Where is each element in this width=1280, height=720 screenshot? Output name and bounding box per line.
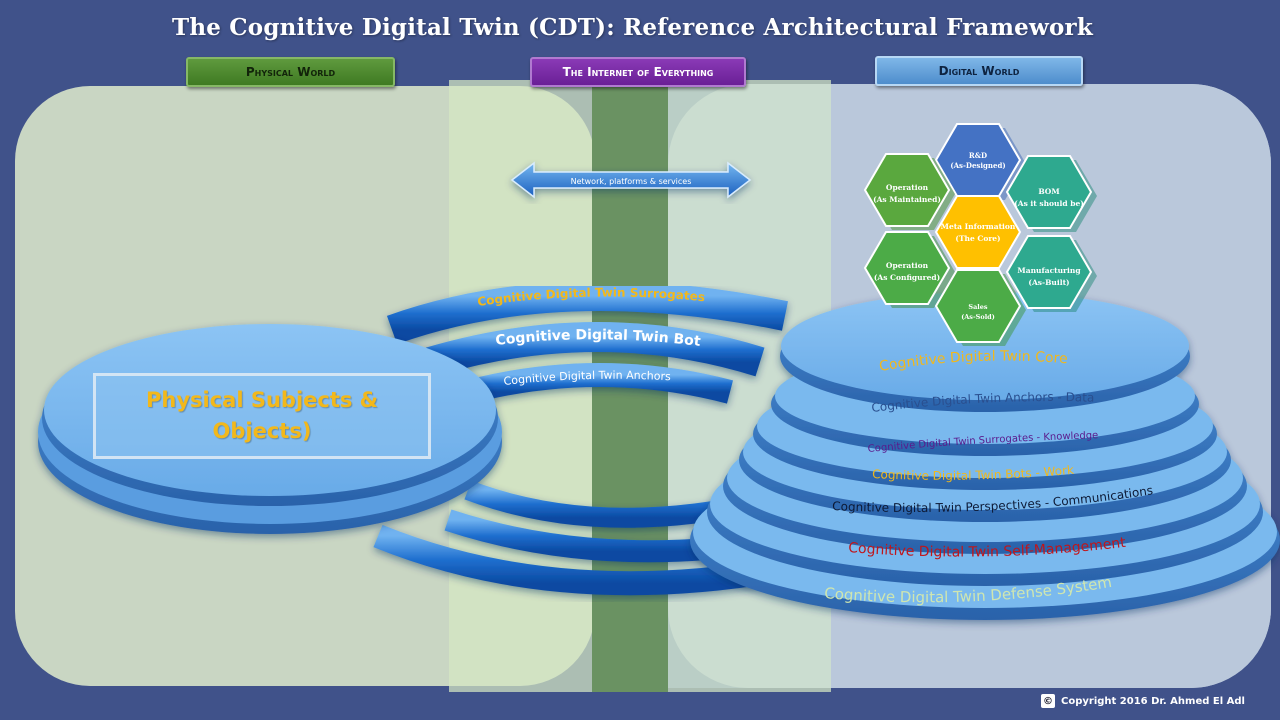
header-physical-world: Physical World — [186, 57, 395, 87]
hex-manufacturing-line2: (As-Built) — [1028, 278, 1069, 287]
ring-upper-arcs — [386, 281, 789, 404]
hex-sales-line2: (As-Sold) — [961, 313, 995, 321]
copyright-icon: © — [1041, 694, 1055, 708]
hex-bom-line2: (As it should be) — [1014, 199, 1084, 208]
copyright-notice: © Copyright 2016 Dr. Ahmed El Adl — [1041, 694, 1245, 708]
hex-bom-line1: BOM — [1038, 187, 1059, 196]
digital-layer-stack — [690, 292, 1280, 620]
copyright-text: Copyright 2016 Dr. Ahmed El Adl — [1061, 695, 1245, 707]
hex-rd: R&D (As-Designed) — [934, 123, 1026, 200]
hex-op-configured: Operation (As Configured) — [863, 231, 955, 308]
hexagon-cluster: R&D (As-Designed) Operation (As Maintain… — [863, 123, 1097, 346]
page-title: The Cognitive Digital Twin (CDT): Refere… — [172, 14, 1093, 41]
hex-sales-line1: Sales — [968, 303, 988, 311]
hex-sales: Sales (As-Sold) — [934, 269, 1026, 346]
network-arrow — [510, 161, 752, 199]
hex-manufacturing-line1: Manufacturing — [1017, 266, 1081, 275]
hex-op-maintained-line1: Operation — [886, 183, 929, 192]
hex-rd-line1: R&D — [969, 151, 987, 160]
hex-rd-line2: (As-Designed) — [950, 161, 1005, 170]
physical-subjects-box: Physical Subjects & Objects) — [93, 373, 431, 459]
hex-meta-core: Meta Information (The Core) — [934, 195, 1022, 269]
hex-op-maintained-line2: (As Maintained) — [873, 195, 941, 204]
hex-meta-line1: Meta Information — [941, 222, 1016, 231]
hex-op-maintained: Operation (As Maintained) — [863, 153, 955, 230]
hex-bom: BOM (As it should be) — [1005, 155, 1097, 232]
header-internet-of-everything: The Internet of Everything — [530, 57, 746, 87]
header-digital-world: Digital World — [875, 56, 1083, 86]
hex-op-configured-line2: (As Configured) — [874, 273, 940, 282]
hex-meta-line2: (The Core) — [955, 234, 1000, 243]
hex-op-configured-line1: Operation — [886, 261, 929, 270]
network-label: Network, platforms & services — [571, 177, 692, 186]
hex-manufacturing: Manufacturing (As-Built) — [1005, 235, 1097, 312]
physical-subjects-label: Physical Subjects & Objects) — [145, 388, 378, 443]
